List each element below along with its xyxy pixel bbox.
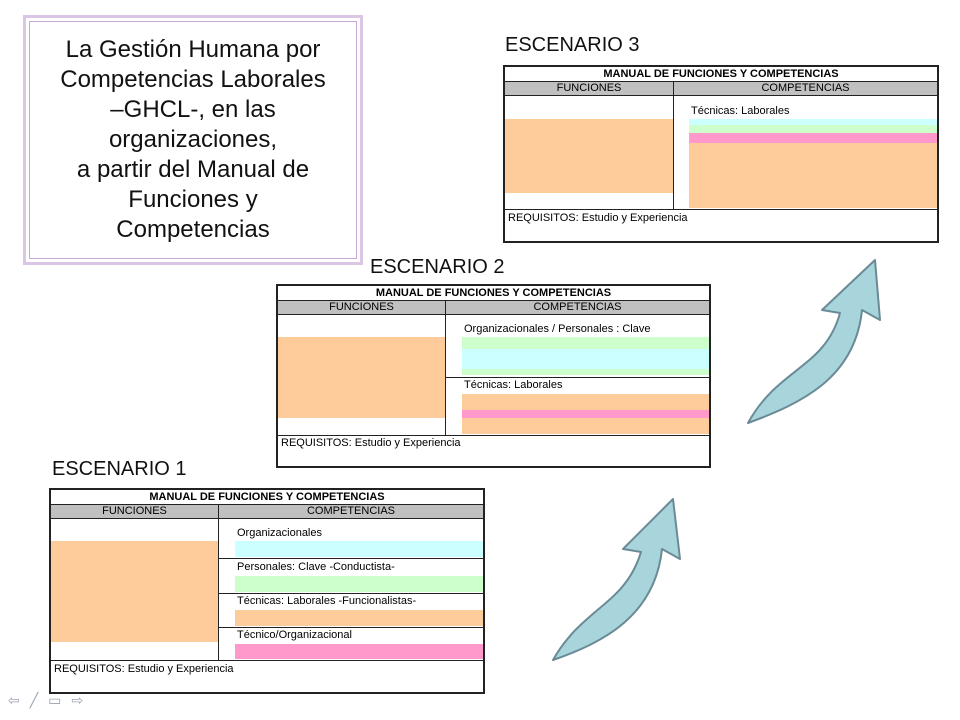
band-personal-2 [462, 369, 709, 375]
page-title: La Gestión Humana por Competencias Labor… [48, 35, 338, 245]
band-tecnicas-2 [462, 418, 709, 434]
forward-arrow-icon[interactable]: ⇨ [71, 692, 84, 708]
back-arrow-icon[interactable]: ⇦ [8, 692, 20, 708]
table-header: MANUAL DE FUNCIONES Y COMPETENCIAS [51, 490, 483, 505]
functions-column-header: FUNCIONES [51, 505, 218, 519]
table-header: MANUAL DE FUNCIONES Y COMPETENCIAS [505, 67, 937, 82]
band-tecnicas [235, 610, 483, 626]
scenario-1-label: ESCENARIO 1 [52, 458, 187, 480]
title-line: organizaciones, [108, 126, 278, 153]
pen-icon[interactable]: ╱ [29, 692, 39, 708]
competency-row-label: Organizacionales [237, 527, 322, 539]
competencies-column-header: COMPETENCIAS [219, 505, 483, 519]
column-divider [218, 505, 219, 660]
title-line: La Gestión Humana por [65, 36, 321, 63]
scenario-2-label: ESCENARIO 2 [370, 256, 505, 278]
competency-row-label: Organizacionales / Personales : Clave [464, 323, 651, 335]
scenario-2-table: MANUAL DE FUNCIONES Y COMPETENCIAS FUNCI… [276, 284, 711, 468]
band-tecnico-organizacional [689, 133, 937, 143]
band-tecnico-organizacional [235, 644, 483, 659]
arrow-shape [747, 259, 881, 424]
band-personal [462, 349, 709, 369]
column-divider [445, 301, 446, 435]
competency-row-label: Técnicas: Laborales [691, 105, 790, 117]
title-line: Funciones y [128, 186, 258, 213]
competency-row-label: Personales: Clave -Conductista- [237, 561, 395, 573]
requirements-divider [505, 209, 937, 210]
band-tecnicas [689, 143, 937, 208]
column-divider [673, 82, 674, 209]
arrow-shape [552, 498, 681, 661]
requirements-divider [278, 435, 709, 436]
requirements-text: REQUISITOS: Estudio y Experiencia [281, 437, 461, 449]
requirements-text: REQUISITOS: Estudio y Experiencia [54, 663, 234, 675]
row-divider [445, 377, 709, 378]
scenario-3-label: ESCENARIO 3 [505, 34, 640, 56]
row-divider [218, 558, 483, 559]
functions-area [278, 337, 445, 418]
row-divider [218, 627, 483, 628]
title-line: Competencias [116, 216, 270, 243]
functions-column-header: FUNCIONES [278, 301, 445, 315]
scenario-1-table: MANUAL DE FUNCIONES Y COMPETENCIAS FUNCI… [49, 488, 485, 694]
band-tecnico-organizacional [462, 410, 709, 418]
functions-area [51, 541, 218, 642]
row-divider [218, 593, 483, 594]
competency-row-label: Técnicas: Laborales -Funcionalistas- [237, 595, 417, 607]
scenario-3-table: MANUAL DE FUNCIONES Y COMPETENCIAS FUNCI… [503, 65, 939, 243]
band-personal [689, 125, 937, 133]
slide-navigation: ⇦ ╱ ▭ ⇨ [8, 692, 83, 709]
band-personal [235, 576, 483, 592]
competencies-column-header: COMPETENCIAS [674, 82, 937, 96]
competency-row-label: Técnicas: Laborales [464, 379, 563, 391]
curved-arrow-up-icon [747, 259, 881, 424]
band-tecnicas [462, 394, 709, 410]
table-header: MANUAL DE FUNCIONES Y COMPETENCIAS [278, 286, 709, 301]
competencies-column-header: COMPETENCIAS [446, 301, 709, 315]
band-organizacional [689, 119, 937, 125]
functions-area [505, 119, 673, 193]
title-line: Competencias Laborales [60, 66, 326, 93]
band-organizacional [235, 541, 483, 557]
menu-icon[interactable]: ▭ [48, 692, 62, 708]
curved-arrow-up-icon [552, 498, 681, 661]
title-line: –GHCL-, en las [110, 96, 276, 123]
competency-row-label: Técnico/Organizacional [237, 629, 352, 641]
functions-column-header: FUNCIONES [505, 82, 673, 96]
title-box: La Gestión Humana por Competencias Labor… [23, 15, 363, 265]
requirements-divider [51, 660, 483, 661]
title-line: a partir del Manual de [76, 156, 310, 183]
band-organizacional [462, 337, 709, 349]
requirements-text: REQUISITOS: Estudio y Experiencia [508, 212, 688, 224]
